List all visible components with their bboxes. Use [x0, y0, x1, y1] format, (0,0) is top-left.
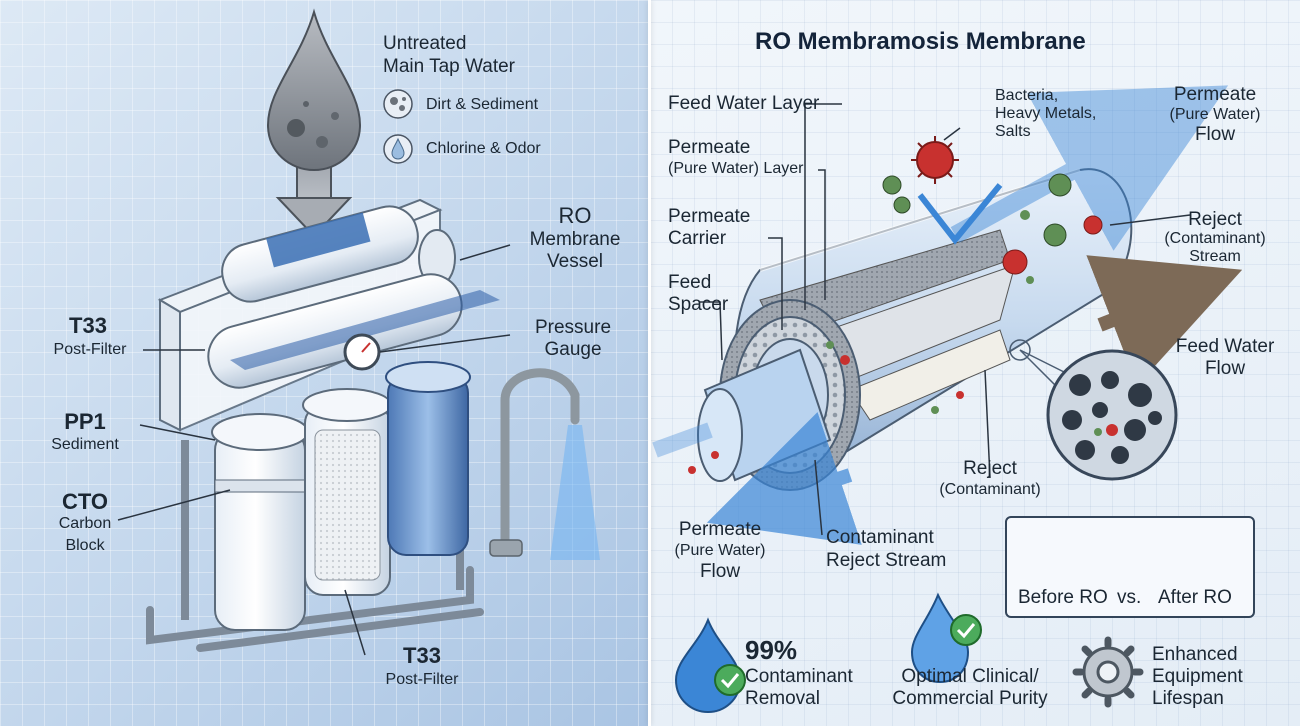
reject-stream-arrow: [1086, 255, 1243, 386]
comparison-box: [1005, 516, 1255, 618]
contaminant-particles: [688, 173, 1103, 474]
flow-top-label: Flow: [1194, 124, 1236, 145]
reject-stream-sub-label: Reject Stream: [826, 550, 947, 571]
feed-label: Feed: [668, 272, 712, 293]
faucet: [489, 368, 600, 560]
permeate-flow-top-label: Permeate: [1173, 84, 1257, 105]
vs-label: vs.: [1117, 587, 1142, 608]
pp1-label: PP1: [64, 409, 106, 434]
dirt-icon: [383, 89, 413, 119]
pressure-gauge: [343, 333, 381, 371]
water-drop-check-icon: [674, 617, 746, 714]
tap-water-drop: [266, 8, 362, 172]
magnifier-view: [1009, 339, 1178, 481]
commercial-purity-label: Commercial Purity: [892, 688, 1048, 709]
pure-water-bottom-label: (Pure Water): [674, 542, 766, 559]
gear-icon: [1072, 636, 1144, 708]
t33-top-sub-label: Post-Filter: [53, 341, 127, 358]
lifespan-label: Lifespan: [1152, 688, 1224, 709]
t33-bottom-label: T33: [403, 643, 441, 668]
main-tap-water-label: Main Tap Water: [383, 56, 515, 77]
pp1-sediment-housing: [211, 413, 309, 631]
clear-blue-housing: [385, 361, 471, 556]
carrier-label: Carrier: [668, 228, 727, 249]
ro-membrane-vessel: [221, 205, 456, 303]
untreated-label: Untreated: [383, 33, 467, 54]
t33-bottom-sub-label: Post-Filter: [385, 671, 459, 688]
stream-label: Stream: [1189, 248, 1241, 265]
contaminant-stream-label: (Contaminant): [1164, 230, 1266, 247]
t33-post-filter-top: [207, 273, 500, 389]
diagram-title: RO Membramosis Membrane: [755, 28, 1086, 55]
left-leader-lines: [117, 244, 511, 656]
t33-top-label: T33: [69, 313, 107, 338]
reject-stream-label: Reject: [1188, 209, 1242, 230]
pure-water-layer-label: (Pure Water) Layer: [668, 160, 804, 177]
checkmark-arrow: [917, 183, 1003, 245]
flow-bottom-label: Flow: [699, 561, 741, 582]
chlorine-odor-label: Chlorine & Odor: [426, 140, 541, 157]
feed-flow-stream: [652, 422, 713, 458]
purity-drop-check-icon: [910, 592, 982, 684]
contaminant-removal-label: Contaminant: [745, 666, 853, 687]
bacteria-icon: [911, 136, 959, 184]
heavy-metals-label: Heavy Metals,: [995, 105, 1097, 122]
removal-percent: 99%: [745, 635, 798, 665]
permeate-flow-bottom-label: Permeate: [678, 519, 762, 540]
dirt-sediment-label: Dirt & Sediment: [426, 96, 539, 113]
before-ro-label: Before RO: [1018, 587, 1108, 608]
feed-water-layer-label: Feed Water Layer: [668, 93, 820, 114]
membrane-label: Membrane: [529, 229, 621, 250]
cto-label: CTO: [61, 489, 109, 514]
removal-label: Removal: [745, 688, 820, 709]
carbon-label: Carbon: [58, 515, 112, 532]
contaminant-reject-label: Contaminant: [826, 527, 934, 548]
enhanced-label: Enhanced: [1152, 644, 1238, 665]
feed-flow-sub-label: Flow: [1204, 358, 1246, 379]
pure-water-top-label: (Pure Water): [1169, 106, 1261, 123]
optimal-purity-label: Optimal Clinical/: [901, 666, 1039, 687]
gauge-label: Gauge: [544, 339, 602, 360]
after-ro-label: After RO: [1158, 587, 1232, 608]
feed-water-flow-label: Feed Water: [1175, 336, 1275, 357]
drop-icon: [383, 134, 413, 164]
permeate-flow-arrow-bottom: [706, 412, 862, 545]
reject-mid-label: Reject: [963, 458, 1017, 479]
panel-divider: [648, 0, 651, 726]
ro-system-illustration: [117, 8, 600, 656]
block-label: Block: [65, 537, 105, 554]
cto-carbon-housing: [302, 388, 392, 596]
equipment-label: Equipment: [1152, 666, 1243, 687]
spacer-label: Spacer: [668, 294, 729, 315]
right-leader-lines: [700, 103, 1191, 536]
vessel-label: Vessel: [547, 251, 603, 272]
permeate-layer-label: Permeate: [668, 137, 751, 158]
permeate-carrier-label: Permeate: [668, 206, 751, 227]
ro-label: RO: [558, 203, 592, 228]
salts-label: Salts: [995, 123, 1031, 140]
sediment-label: Sediment: [51, 436, 119, 453]
pressure-label: Pressure: [534, 317, 612, 338]
bacteria-label: Bacteria,: [995, 87, 1059, 104]
contaminant-mid-label: (Contaminant): [939, 481, 1041, 498]
